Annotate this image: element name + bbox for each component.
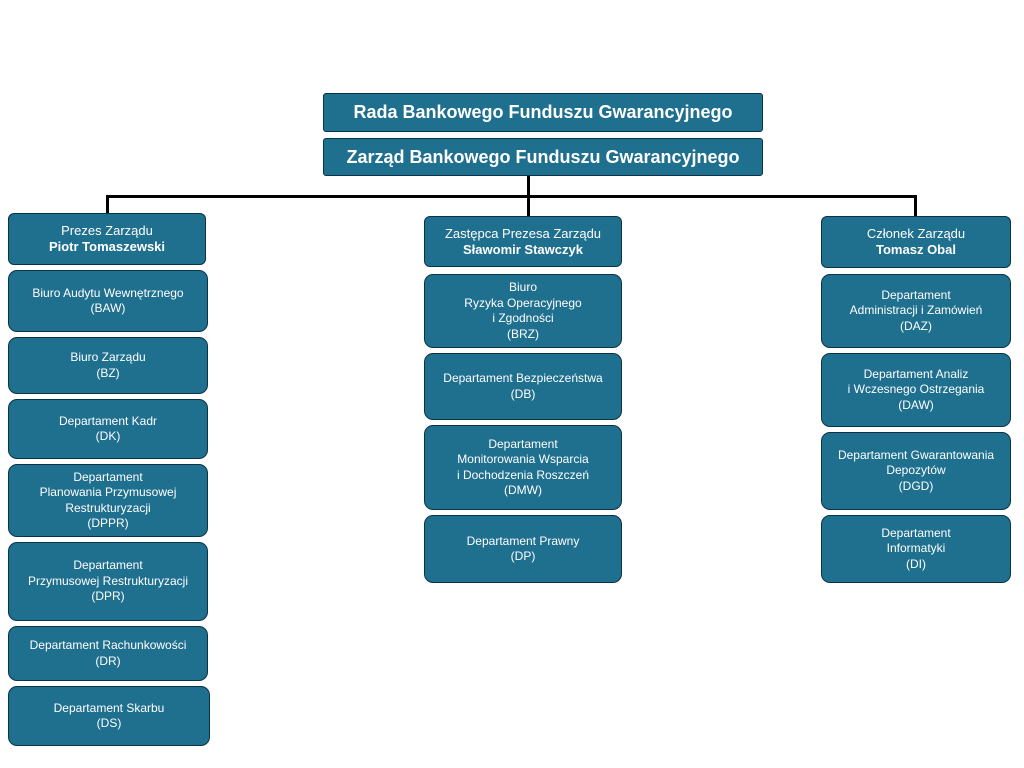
vice-president-name: Sławomir Stawczyk <box>463 241 583 257</box>
unit-brz-line-1: Biuro <box>508 280 537 294</box>
management-board-title: Zarząd Bankowego Funduszu Gwarancyjnego <box>346 146 740 167</box>
unit-dmw-line-1: Departament <box>488 436 558 451</box>
horizontal-connector <box>106 195 917 198</box>
unit-dpr-line-1: Departament <box>73 558 143 573</box>
unit-dmw-box: Departament Monitorowania Wsparcia i Doc… <box>424 425 622 510</box>
unit-db-box: Departament Bezpieczeństwa (DB) <box>424 353 622 420</box>
unit-dgd-box: Departament Gwarantowania Depozytów (DGD… <box>821 432 1011 510</box>
board-member-name: Tomasz Obal <box>876 242 956 257</box>
unit-daz-box: Departament Administracji i Zamówień (DA… <box>821 274 1011 348</box>
unit-db-line-1: Departament Bezpieczeństwa <box>443 371 603 385</box>
unit-db-line-2: (DB) <box>510 386 536 401</box>
unit-dk-line-1: Departament Kadr <box>58 413 158 428</box>
unit-baw-line-2: (BAW) <box>90 301 126 315</box>
unit-daw-line-2: i Wczesnego Ostrzegania <box>847 382 985 397</box>
unit-daz-line-2: Administracji i Zamówień <box>849 303 983 318</box>
unit-dr-box: Departament Rachunkowości (DR) <box>8 626 208 681</box>
unit-dp-box: Departament Prawny (DP) <box>424 515 622 583</box>
unit-ds-box: Departament Skarbu (DS) <box>8 686 210 746</box>
unit-ds-line-1: Departament Skarbu <box>53 700 165 715</box>
unit-brz-line-3: i Zgodności <box>492 311 554 325</box>
president-role: Prezes Zarządu <box>61 223 153 238</box>
supervisory-board-box: Rada Bankowego Funduszu Gwarancyjnego <box>323 93 763 132</box>
unit-dppr-line-2: Planowania Przymusowej <box>39 485 177 499</box>
unit-dgd-line-1: Departament Gwarantowania <box>837 447 995 462</box>
right-branch-connector <box>914 195 917 217</box>
unit-dppr-box: Departament Planowania Przymusowej Restr… <box>8 464 208 537</box>
unit-di-line-2: Informatyki <box>886 541 946 556</box>
supervisory-board-title: Rada Bankowego Funduszu Gwarancyjnego <box>353 102 733 122</box>
unit-dp-line-1: Departament Prawny <box>466 533 580 548</box>
unit-daz-line-1: Departament <box>881 287 951 302</box>
unit-brz-line-4: (BRZ) <box>507 326 539 341</box>
unit-dpr-line-3: (DPR) <box>91 589 125 604</box>
trunk-connector <box>527 175 530 197</box>
unit-dmw-line-3: i Dochodzenia Roszczeń <box>456 467 590 482</box>
unit-daz-line-3: (DAZ) <box>900 318 932 333</box>
unit-brz-box: Biuro Ryzyka Operacyjnego i Zgodności (B… <box>424 274 622 348</box>
unit-bz-box: Biuro Zarządu (BZ) <box>8 337 208 394</box>
unit-daw-line-3: (DAW) <box>898 397 934 412</box>
unit-baw-line-1: Biuro Audytu Wewnętrznego <box>32 285 184 300</box>
unit-dr-line-1: Departament Rachunkowości <box>29 638 187 652</box>
board-member-role: Członek Zarządu <box>866 226 966 241</box>
middle-branch-connector <box>527 195 530 217</box>
unit-daw-line-1: Departament Analiz <box>863 366 969 381</box>
unit-daw-box: Departament Analiz i Wczesnego Ostrzegan… <box>821 353 1011 427</box>
unit-baw-box: Biuro Audytu Wewnętrznego (BAW) <box>8 270 208 332</box>
unit-dgd-line-2: Depozytów <box>886 463 946 478</box>
unit-dppr-line-4: (DPPR) <box>87 516 129 530</box>
unit-dpr-box: Departament Przymusowej Restrukturyzacji… <box>8 542 208 621</box>
unit-dp-line-2: (DP) <box>510 549 536 563</box>
unit-bz-line-1: Biuro Zarządu <box>70 350 146 364</box>
unit-dk-box: Departament Kadr (DK) <box>8 399 208 459</box>
unit-dppr-line-3: Restrukturyzacji <box>65 500 151 515</box>
unit-brz-line-2: Ryzyka Operacyjnego <box>464 295 582 310</box>
board-member-box: Członek Zarządu Tomasz Obal <box>821 216 1011 268</box>
unit-dmw-line-2: Monitorowania Wsparcia <box>457 452 589 466</box>
president-name: Piotr Tomaszewski <box>48 239 166 254</box>
vice-president-role: Zastępca Prezesa Zarządu <box>444 225 602 241</box>
unit-di-box: Departament Informatyki (DI) <box>821 515 1011 583</box>
unit-dmw-line-4: (DMW) <box>504 483 542 497</box>
left-branch-connector <box>106 195 109 215</box>
unit-di-line-1: Departament <box>881 525 951 540</box>
unit-dppr-line-1: Departament <box>73 469 143 484</box>
president-box: Prezes Zarządu Piotr Tomaszewski <box>8 213 206 265</box>
vice-president-box: Zastępca Prezesa Zarządu Sławomir Stawcz… <box>424 216 622 267</box>
unit-ds-line-2: (DS) <box>96 716 122 730</box>
unit-dpr-line-2: Przymusowej Restrukturyzacji <box>27 573 189 588</box>
unit-dgd-line-3: (DGD) <box>898 478 934 493</box>
unit-dr-line-2: (DR) <box>95 653 121 668</box>
unit-di-line-3: (DI) <box>906 556 926 571</box>
management-board-box: Zarząd Bankowego Funduszu Gwarancyjnego <box>323 138 763 176</box>
unit-bz-line-2: (BZ) <box>96 365 120 380</box>
unit-dk-line-2: (DK) <box>95 429 121 443</box>
